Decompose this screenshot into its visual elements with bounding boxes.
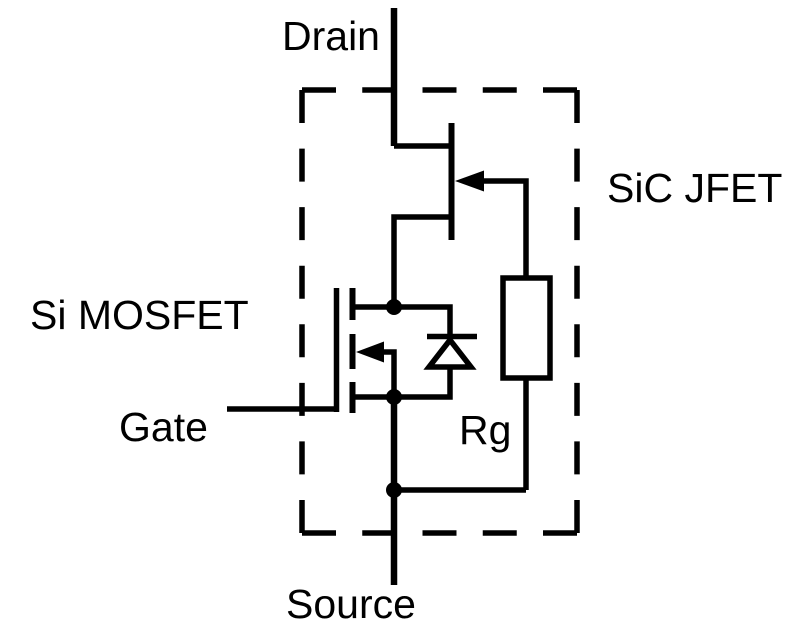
body-diode-symbol	[394, 304, 477, 400]
gate-resistor-symbol	[394, 275, 553, 493]
mosfet-body-wire	[382, 349, 397, 397]
diode-anode-wire	[394, 367, 453, 400]
junction-dots	[386, 299, 402, 498]
junction-dot-source-rg	[386, 482, 402, 498]
jfet-gate-arrow-icon	[455, 170, 484, 192]
sic-jfet-label: SiC JFET	[607, 165, 782, 211]
si-mosfet-label: Si MOSFET	[30, 292, 249, 338]
si-mosfet-symbol	[227, 288, 397, 413]
drain-terminal-label: Drain	[282, 13, 380, 59]
jfet-gate-wire	[480, 178, 529, 278]
sic-jfet-symbol	[391, 123, 529, 307]
resistor-body	[500, 275, 553, 381]
mosfet-body-arrow-icon	[356, 341, 384, 363]
junction-dot-jfet-source-mosfet-drain	[386, 299, 402, 315]
gate-terminal-label: Gate	[119, 404, 208, 450]
rg-resistor-label: Rg	[459, 407, 511, 453]
package-boundary-dashed-box	[299, 87, 580, 536]
source-terminal-label: Source	[286, 581, 416, 627]
diode-triangle	[423, 335, 477, 370]
jfet-source-wire	[391, 214, 449, 307]
diode-cathode-wire	[394, 304, 453, 334]
junction-dot-mosfet-source	[386, 389, 402, 405]
